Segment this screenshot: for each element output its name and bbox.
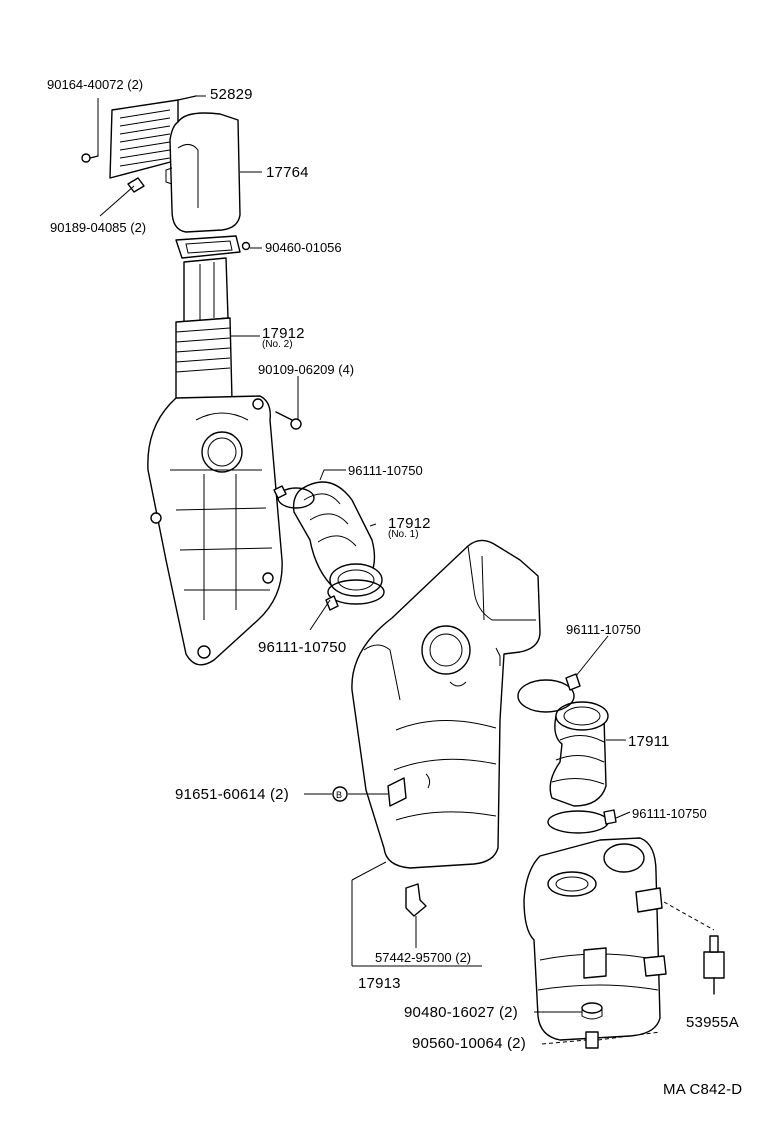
bolt-90109 <box>275 411 302 430</box>
label-17912-no1: 17912 <box>388 515 431 532</box>
label-91651: 91651-60614 (2) <box>175 786 289 803</box>
screw-90164 <box>81 153 99 163</box>
clamp-96111-c <box>517 673 581 713</box>
clamp-96111-d <box>547 809 617 834</box>
label-17912-no2: 17912 <box>262 325 305 342</box>
clip-90189 <box>127 177 145 193</box>
label-90109: 90109-06209 (4) <box>258 362 355 377</box>
svg-text:B: B <box>336 790 342 800</box>
valve-53955A <box>663 901 725 995</box>
hose-17912-no1 <box>292 481 383 597</box>
label-52829: 52829 <box>210 86 253 103</box>
label-90460: 90460-01056 <box>265 240 342 255</box>
clamp-96111-b <box>325 579 385 611</box>
bracket-57442 <box>405 883 427 917</box>
label-90480: 90480-16027 (2) <box>404 1004 518 1021</box>
grommet-90480 <box>581 1002 603 1020</box>
label-96111-c: 96111-10750 <box>566 622 641 637</box>
resonator-17913 <box>351 539 541 869</box>
spacer-90560 <box>585 1031 599 1049</box>
gasket-90460 <box>175 235 251 259</box>
grommet-91651: B <box>332 786 348 802</box>
label-17913: 17913 <box>358 975 401 992</box>
label-17912-no1-sub: (No. 1) <box>388 529 419 540</box>
clamp-96111-a <box>273 485 315 509</box>
label-90189: 90189-04085 (2) <box>50 220 147 235</box>
figure-code: MA C842-D <box>663 1081 743 1098</box>
label-90164: 90164-40072 (2) <box>47 77 144 92</box>
hose-17911 <box>549 701 609 807</box>
label-17764: 17764 <box>266 164 309 181</box>
air-cleaner-case <box>523 837 667 1041</box>
label-57442: 57442-95700 (2) <box>375 950 472 965</box>
label-96111-b: 96111-10750 <box>258 639 347 656</box>
label-53955A: 53955A <box>686 1014 739 1031</box>
leader-lines <box>97 95 661 1045</box>
duct-head-17764 <box>165 112 241 233</box>
label-17912-no2-sub: (No. 2) <box>262 339 293 350</box>
label-96111-d: 96111-10750 <box>632 806 707 821</box>
label-17911: 17911 <box>628 733 670 750</box>
label-90560: 90560-10064 (2) <box>412 1035 526 1052</box>
duct-17912-no2 <box>147 257 283 666</box>
label-96111-a: 96111-10750 <box>348 463 423 478</box>
